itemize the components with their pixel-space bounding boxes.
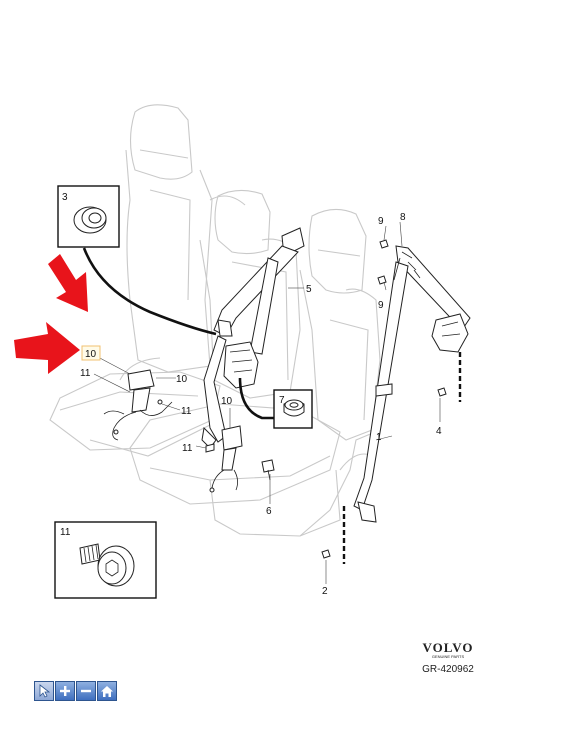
dashed-connectors: [342, 352, 462, 564]
detail-box-7: 7: [273, 389, 313, 429]
red-arrow-upper: [48, 254, 88, 312]
volvo-logo-text: VOLVO: [423, 640, 474, 655]
reference-number: GR-420962: [422, 664, 474, 675]
bolts: [205, 239, 447, 559]
callout-highlight-box: [81, 345, 101, 361]
callout-1: 1: [376, 432, 382, 443]
detail-11-number: 11: [60, 527, 71, 538]
callout-6: 6: [266, 506, 272, 517]
callout-10-highlighted: 10: [85, 349, 97, 360]
select-button[interactable]: [34, 681, 54, 701]
callout-labels: 1 2 4 5 6 8 9 9 10 10 10 11 11 11: [80, 212, 442, 597]
zoom-out-button[interactable]: [76, 681, 96, 701]
callout-10-center: 10: [221, 396, 233, 407]
viewer-toolbar: [34, 681, 117, 701]
callout-9-lower: 9: [378, 300, 384, 311]
callout-9-upper: 9: [378, 216, 384, 227]
detail-7-number: 7: [279, 395, 285, 406]
red-arrow-lower: [14, 322, 80, 374]
home-icon: [101, 685, 113, 697]
detail-7-lead-line: [238, 377, 274, 420]
callout-11-left: 11: [80, 368, 91, 379]
callout-8: 8: [400, 212, 406, 223]
detail-box-3: 3: [57, 185, 120, 248]
callout-leaders: [93, 221, 441, 584]
home-button[interactable]: [97, 681, 117, 701]
zoom-in-button[interactable]: [55, 681, 75, 701]
detail-3-number: 3: [62, 192, 68, 203]
genuine-parts-label: GENUINE PARTS: [432, 654, 465, 659]
left-buckle-assembly: [103, 369, 173, 441]
callout-10-left: 10: [176, 374, 188, 385]
detail-3-lead-line: [82, 247, 217, 336]
callout-11-center: 11: [182, 443, 193, 454]
callout-4: 4: [436, 426, 442, 437]
callout-5: 5: [306, 284, 312, 295]
detail-box-11: 11: [54, 521, 157, 599]
center-buckle-assembly: [209, 425, 243, 493]
rear-seat-outline: [49, 104, 381, 537]
callout-11-right: 11: [181, 406, 192, 417]
minus-icon: [81, 689, 91, 693]
plus-icon: [60, 686, 70, 696]
callout-2: 2: [322, 586, 328, 597]
center-seat-belt: [201, 227, 305, 449]
right-seat-belt: [353, 245, 471, 523]
cursor-icon: [39, 684, 50, 698]
